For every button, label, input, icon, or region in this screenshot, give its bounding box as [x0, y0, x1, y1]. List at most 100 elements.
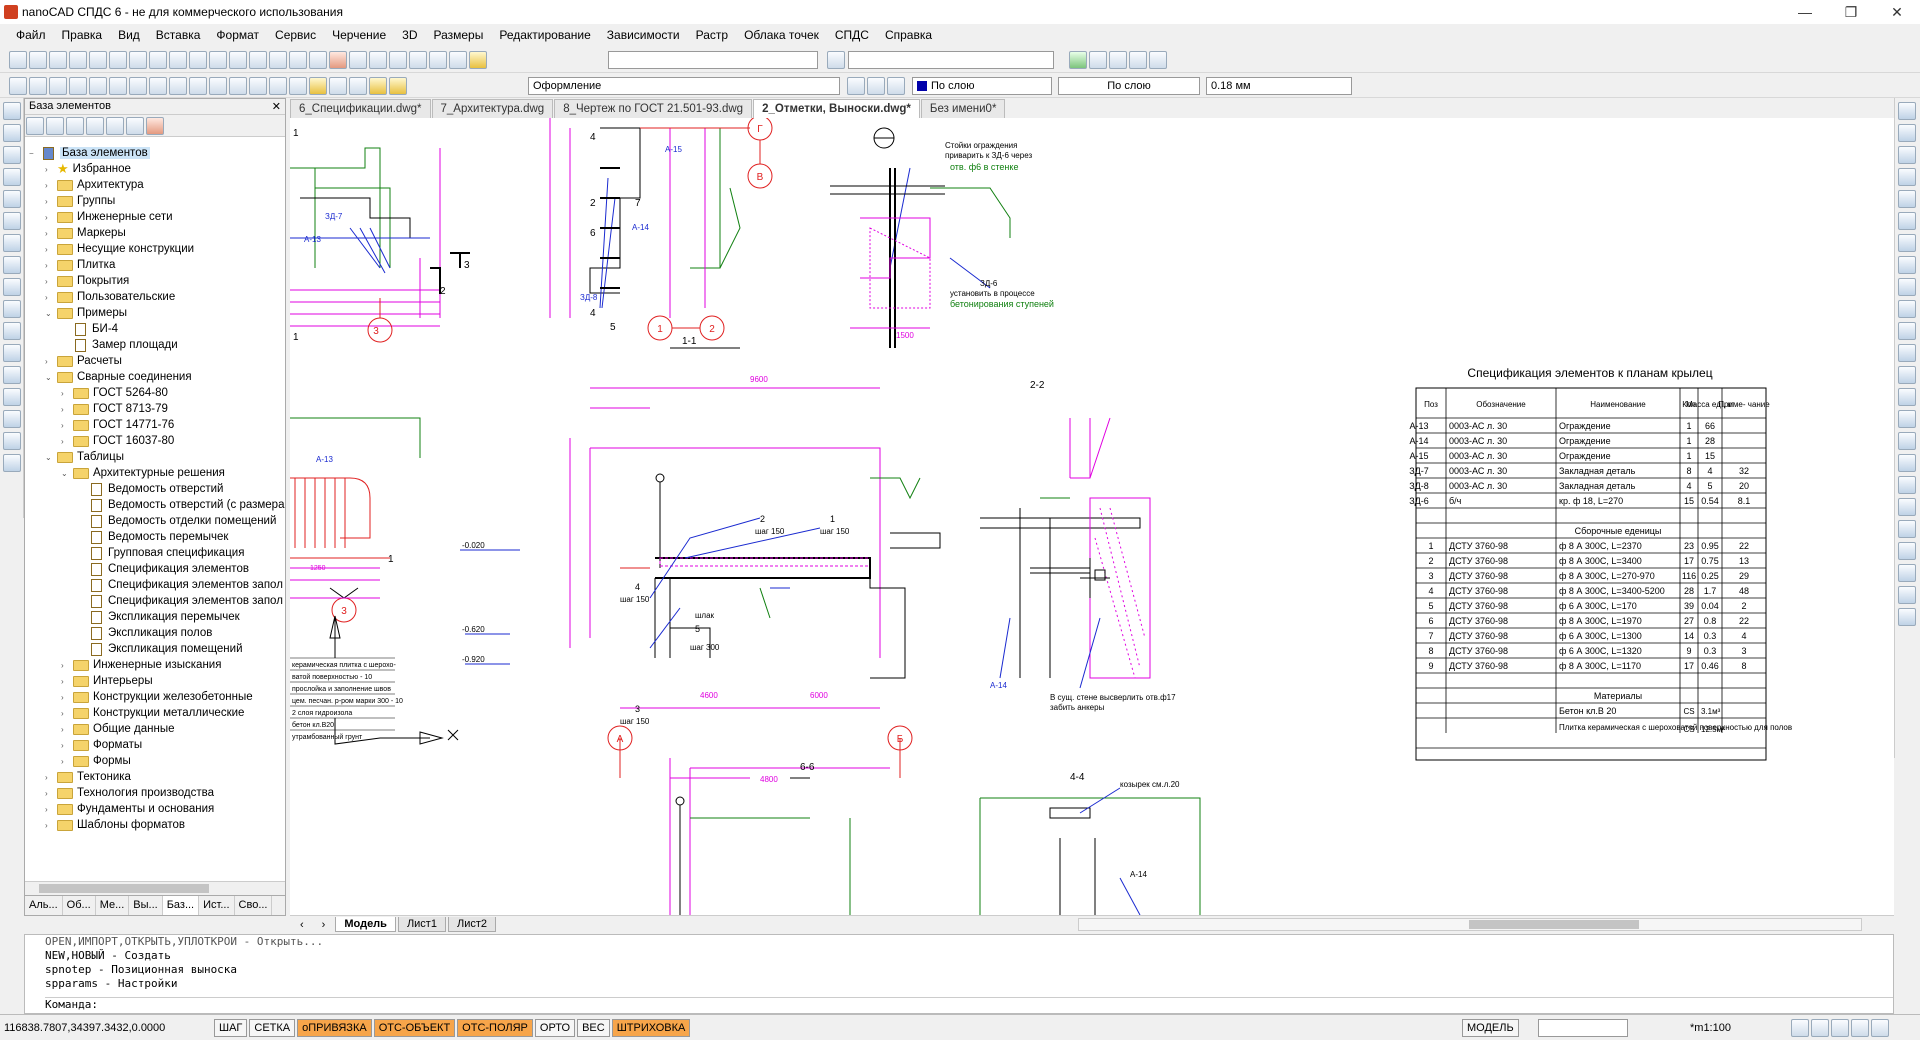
line-tool-icon[interactable]: [3, 102, 21, 120]
close-icon[interactable]: ✕: [1891, 3, 1903, 20]
section-icon[interactable]: [189, 77, 207, 95]
tree-expander-icon[interactable]: ›: [45, 260, 48, 270]
status-toggle[interactable]: ОТС-ОБЪЕКТ: [373, 1018, 456, 1037]
lengthen-tool-icon[interactable]: [1898, 476, 1916, 494]
tree-item[interactable]: ›Общие данные: [61, 721, 174, 737]
tab-objects[interactable]: Об...: [63, 896, 96, 915]
text-tool-icon[interactable]: [3, 432, 21, 450]
tree-item[interactable]: ›Конструкции железобетонные: [61, 689, 253, 705]
tree-expander-icon[interactable]: ›: [45, 804, 48, 814]
break-tool-icon[interactable]: [1898, 344, 1916, 362]
layer-tool-icon[interactable]: [1898, 520, 1916, 538]
viewport-icon[interactable]: [389, 51, 407, 69]
layer-state-icon[interactable]: [349, 77, 367, 95]
layer-combo[interactable]: Оформление: [528, 77, 840, 95]
region-tool-icon[interactable]: [3, 388, 21, 406]
tree-item[interactable]: ›Фундаменты и основания: [45, 801, 214, 817]
doc-tab-gost-drawing[interactable]: 8_Чертеж по ГОСТ 21.501-93.dwg: [554, 99, 753, 118]
report-item-icon[interactable]: [146, 117, 164, 135]
tree-item[interactable]: ⌄Примеры: [45, 305, 127, 321]
status-toggle[interactable]: ОТС-ПОЛЯР: [457, 1018, 533, 1037]
menu-raster[interactable]: Растр: [695, 28, 729, 42]
status-icon-3[interactable]: [1831, 1018, 1849, 1037]
spline-tool-icon[interactable]: [3, 256, 21, 274]
menu-modify[interactable]: Редактирование: [499, 28, 591, 42]
tree-item[interactable]: ⌄Архитектурные решения: [61, 465, 225, 481]
model-space-button[interactable]: МОДЕЛЬ: [1462, 1018, 1519, 1037]
status-toggle[interactable]: ШАГ: [214, 1018, 248, 1037]
snap-settings-icon[interactable]: [329, 77, 347, 95]
zoom-extents-icon[interactable]: [349, 51, 367, 69]
frame-icon[interactable]: [269, 77, 287, 95]
preview-icon[interactable]: [109, 51, 127, 69]
tree-expander-icon[interactable]: ›: [61, 420, 64, 430]
tree-item[interactable]: ›Тектоника: [45, 769, 131, 785]
format-icon[interactable]: [289, 77, 307, 95]
tree-expander-icon[interactable]: ›: [61, 740, 64, 750]
properties-icon[interactable]: [429, 51, 447, 69]
status-icon-4[interactable]: [1851, 1018, 1869, 1037]
next-layout-icon[interactable]: ›: [321, 918, 326, 931]
add-item-icon[interactable]: [46, 117, 64, 135]
insert-item-icon[interactable]: [66, 117, 84, 135]
leader-icon[interactable]: [129, 77, 147, 95]
tree-item[interactable]: ›Маркеры: [45, 225, 126, 241]
polygon-tool-icon[interactable]: [3, 146, 21, 164]
command-input[interactable]: Команда:: [45, 997, 1893, 1011]
doc-tab-architecture[interactable]: 7_Архитектура.dwg: [431, 99, 554, 118]
publish-icon[interactable]: [129, 51, 147, 69]
spds-icon-2[interactable]: [1089, 51, 1107, 69]
menu-3d[interactable]: 3D: [402, 28, 418, 42]
tree-expander-icon[interactable]: ›: [45, 180, 48, 190]
measure-icon[interactable]: [409, 51, 427, 69]
layer-prev-icon[interactable]: [847, 77, 865, 95]
doc-tab-unnamed[interactable]: Без имени0*: [920, 99, 1006, 118]
undo-icon[interactable]: [249, 51, 267, 69]
tree-item[interactable]: ›Интерьеры: [61, 673, 153, 689]
tree-expander-icon[interactable]: ›: [61, 660, 64, 670]
explode-tool-icon[interactable]: [1898, 432, 1916, 450]
tree-expander-icon[interactable]: ›: [45, 356, 48, 366]
tree-item[interactable]: ›Технология производства: [45, 785, 214, 801]
tree-item[interactable]: БИ-4: [61, 321, 118, 337]
zoom-icon[interactable]: [309, 51, 327, 69]
tree-expander-icon[interactable]: ›: [45, 292, 48, 302]
order-tool-icon[interactable]: [1898, 564, 1916, 582]
dist-tool-icon[interactable]: [1898, 586, 1916, 604]
layer-iso-icon[interactable]: [887, 77, 905, 95]
tree-item[interactable]: ›★Избранное: [45, 161, 131, 177]
table-icon[interactable]: [249, 77, 267, 95]
tree-item[interactable]: Ведомость отделки помещений: [77, 513, 276, 529]
spds-icon-3[interactable]: [1109, 51, 1127, 69]
tree-item[interactable]: ›Конструкции металлические: [61, 705, 244, 721]
status-toggle[interactable]: оПРИВЯЗКА: [297, 1018, 372, 1037]
level-mark-icon[interactable]: [209, 77, 227, 95]
cut-icon[interactable]: [149, 51, 167, 69]
circle-tool-icon[interactable]: [3, 212, 21, 230]
tree-item[interactable]: Спецификация элементов: [77, 561, 249, 577]
axis-icon[interactable]: [229, 77, 247, 95]
tab-select[interactable]: Вы...: [129, 896, 163, 915]
restore-icon[interactable]: ❐: [1844, 3, 1858, 20]
color-combo[interactable]: По слою: [912, 77, 1052, 95]
canvas-hscroll-thumb[interactable]: [1469, 920, 1639, 929]
image-tool-icon[interactable]: [3, 454, 21, 472]
align-tool-icon[interactable]: [1898, 454, 1916, 472]
tree-item[interactable]: ›ГОСТ 5264-80: [61, 385, 168, 401]
polyline-tool-icon[interactable]: [3, 124, 21, 142]
tree-expander-icon[interactable]: ›: [61, 692, 64, 702]
tree-item[interactable]: ›Инженерные сети: [45, 209, 173, 225]
spds-icon-4[interactable]: [1129, 51, 1147, 69]
delete-item-icon[interactable]: [26, 117, 44, 135]
annotation-scale[interactable]: *m1:100: [1690, 1021, 1731, 1034]
prev-layout-icon[interactable]: ‹: [300, 918, 304, 931]
tree-expander-icon[interactable]: ›: [45, 244, 48, 254]
tree-item[interactable]: ›Формы: [61, 753, 131, 769]
text-icon[interactable]: [149, 77, 167, 95]
menu-pointclouds[interactable]: Облака точек: [744, 28, 819, 42]
tree-item[interactable]: ›ГОСТ 14771-76: [61, 417, 174, 433]
match-props-icon[interactable]: [209, 51, 227, 69]
status-toggle[interactable]: ОРТО: [534, 1018, 576, 1037]
canvas-hscrollbar[interactable]: [1078, 918, 1862, 931]
tree-item[interactable]: ›Покрытия: [45, 273, 129, 289]
